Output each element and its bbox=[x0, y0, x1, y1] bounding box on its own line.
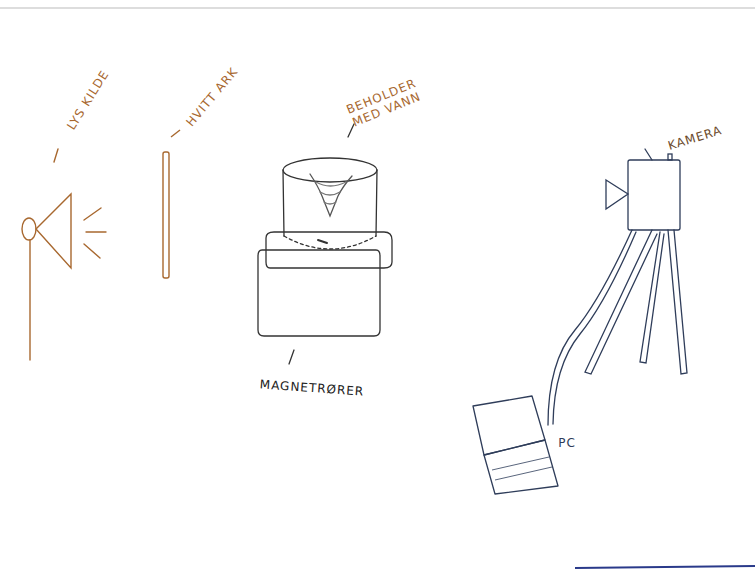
laptop bbox=[473, 396, 558, 494]
page-edge bbox=[0, 8, 755, 9]
part-label: BEHOLDER MED VANN bbox=[339, 74, 429, 132]
part-label: PC bbox=[558, 436, 576, 450]
light-source bbox=[22, 149, 106, 360]
part-label: MAGNETRØRER bbox=[259, 377, 364, 398]
page-edge bbox=[575, 566, 755, 568]
part-label: KAMERA bbox=[666, 123, 724, 153]
camera-on-tripod bbox=[548, 149, 687, 425]
part-label: HVITT ARK bbox=[183, 65, 240, 130]
white-sheet bbox=[163, 130, 180, 278]
part-label: LYS KILDE bbox=[64, 68, 112, 133]
stirrer-with-container bbox=[258, 124, 392, 364]
